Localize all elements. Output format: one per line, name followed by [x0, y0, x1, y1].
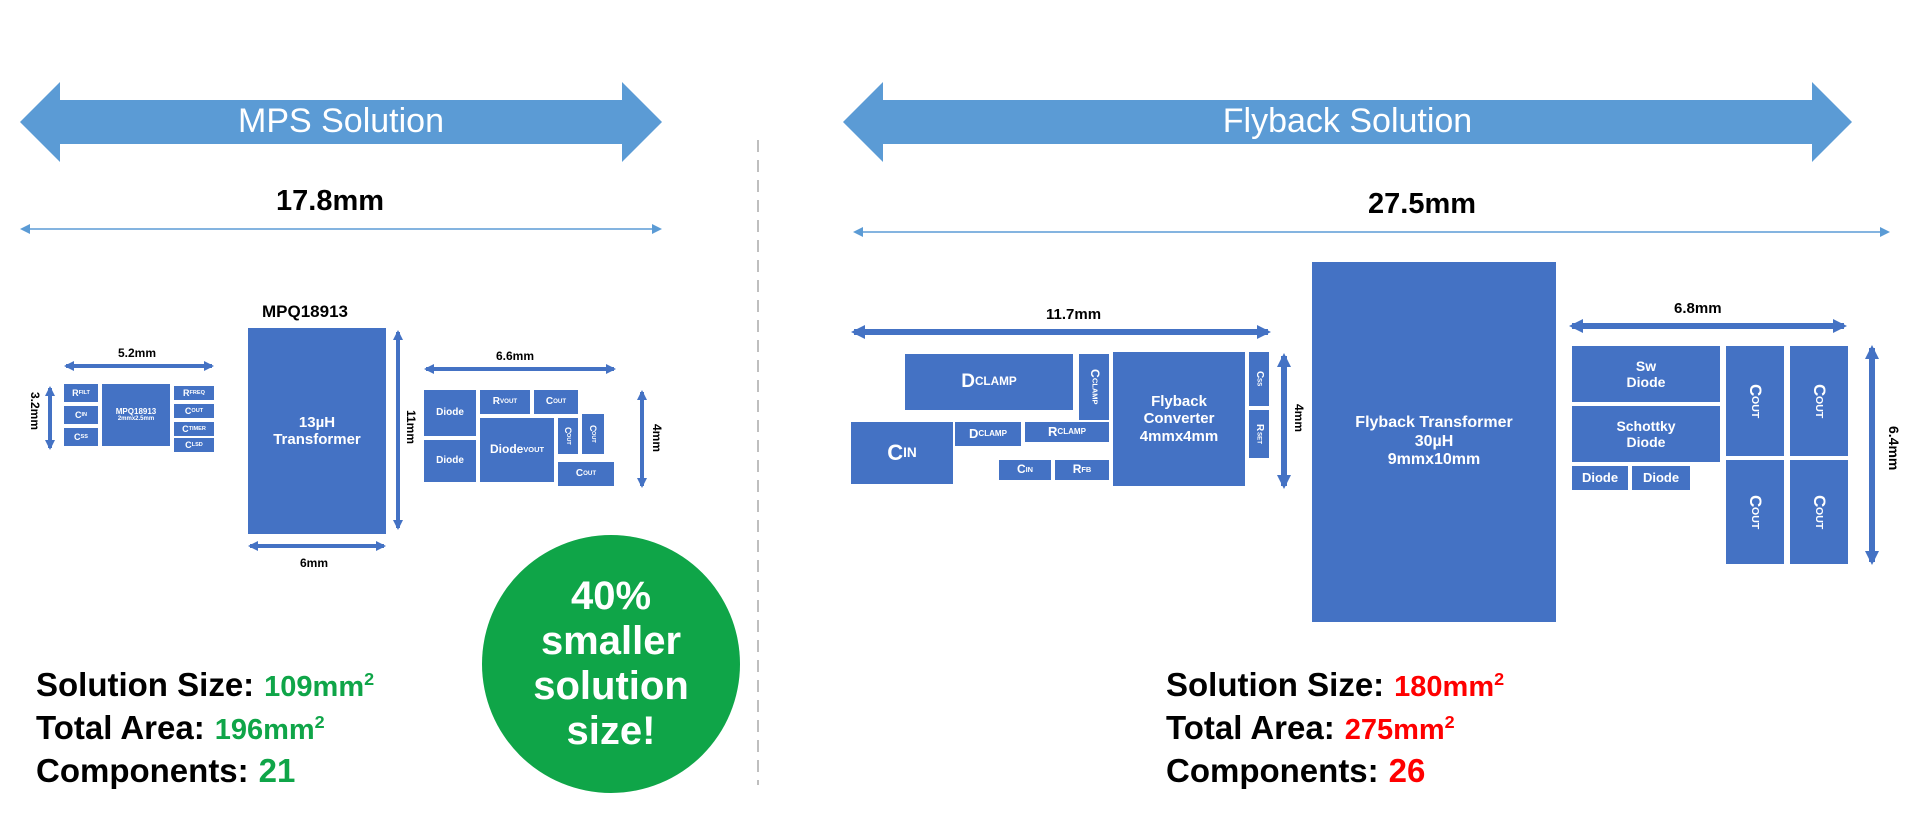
flyback-title-arrow: [843, 82, 1852, 162]
mps-chip-label: MPQ18913: [262, 302, 348, 321]
mps-solution-size: Solution Size:109mm2: [36, 666, 375, 703]
mps-dim-3-2-label: 3.2mm: [28, 392, 42, 431]
mps-diode-block-1: Diode: [424, 390, 476, 436]
mps-dim-4-label: 4mm: [650, 424, 664, 453]
flyback-components: Components:26: [1166, 752, 1426, 789]
flyback-solution-size: Solution Size:180mm2: [1166, 666, 1505, 703]
mps-dim-5-2-label: 5.2mm: [118, 346, 157, 360]
mps-title-arrow: [20, 82, 662, 162]
flyback-dim-11-7-label: 11.7mm: [1046, 306, 1102, 323]
flyback-diode-block-2: Diode: [1632, 466, 1690, 490]
mps-title: MPS Solution: [238, 102, 444, 140]
flyback-dim-4-label: 4mm: [1292, 404, 1306, 433]
mps-dim-11-label: 11mm: [404, 410, 418, 445]
mps-diode-block-2: Diode: [424, 440, 476, 482]
mps-dim-6-6-label: 6.6mm: [496, 349, 535, 363]
flyback-title: Flyback Solution: [1222, 102, 1473, 140]
mps-width-label: 17.8mm: [276, 185, 385, 217]
flyback-dim-6-8-label: 6.8mm: [1674, 300, 1722, 317]
mps-components: Components:21: [36, 752, 296, 789]
mps-dim-6-label: 6mm: [300, 556, 329, 570]
flyback-dim-6-4-label: 6.4mm: [1886, 426, 1902, 471]
flyback-diode-block-1: Diode: [1572, 466, 1628, 490]
mps-total-area: Total Area:196mm2: [36, 709, 325, 746]
flyback-total-area: Total Area:275mm2: [1166, 709, 1455, 746]
flyback-width-label: 27.5mm: [1368, 188, 1477, 220]
